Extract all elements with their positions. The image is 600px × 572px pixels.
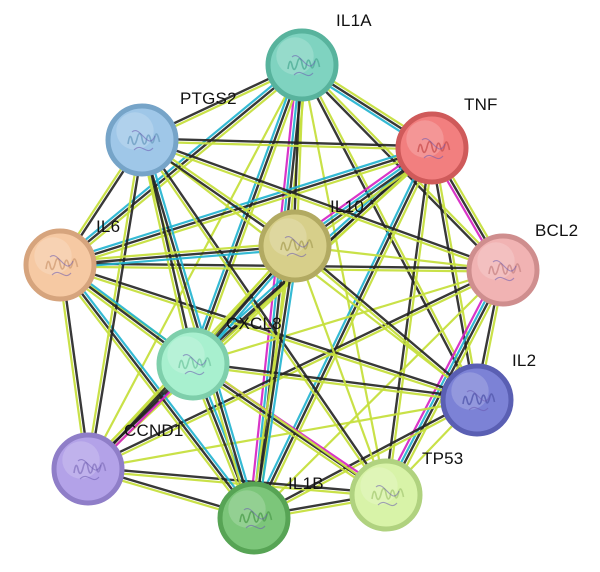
edge-il2-il6-textmining: [59, 265, 477, 403]
node-label-il6: IL6: [96, 217, 120, 236]
edge-il2-cxcl8-coexpression: [193, 361, 478, 400]
edge-tnf-il1b-coexpression: [252, 147, 434, 519]
edge-il1a-cxcl8-textmining: [194, 65, 307, 366]
node-label-bcl2: BCL2: [535, 221, 578, 240]
edge-il1b-il10-textmining: [249, 245, 293, 518]
edge-il2-il1b-textmining: [254, 400, 479, 521]
edge-tp53-ptgs2-textmining: [139, 140, 386, 497]
node-cxcl8[interactable]: [156, 327, 230, 401]
node-label-il2: IL2: [512, 351, 536, 370]
edge-bcl2-il1b-textmining: [253, 269, 504, 519]
edge-ccnd1-ptgs2-coexpression: [88, 140, 145, 470]
protein-structure-detail-icon: [243, 507, 268, 530]
protein-structure-detail-icon: [77, 458, 102, 481]
edge-tnf-tp53-coexpression: [383, 147, 432, 495]
node-il6[interactable]: [23, 228, 97, 302]
edge-il1a-tp53-textmining: [300, 64, 388, 496]
edge-il2-ccnd1-textmining: [87, 398, 478, 471]
edge-cxcl8-ptgs2-coexpression: [142, 139, 196, 364]
protein-structure-detail-icon: [291, 54, 316, 77]
edge-tnf-il2-textmining: [432, 147, 480, 400]
protein-structure-detail-icon: [131, 129, 156, 152]
edge-tp53-ccnd1-coexpression: [87, 466, 387, 495]
edge-tnf-ptgs2-textmining: [141, 140, 433, 151]
node-bcl2[interactable]: [466, 233, 540, 307]
node-il2[interactable]: [440, 363, 514, 437]
edge-tnf-ptgs2-coexpression: [141, 137, 433, 148]
node-label-il1b: IL1B: [288, 474, 324, 493]
edge-bcl2-ptgs2-textmining: [141, 140, 503, 273]
protein-structure-detail-icon: [375, 484, 400, 507]
node-label-ccnd1: CCND1: [124, 421, 184, 440]
edge-tp53-cxcl8-textmining: [190, 365, 385, 499]
edge-tnf-il1b-textmining: [255, 148, 436, 520]
edge-il1a-ccnd1-textmining: [87, 64, 303, 470]
node-il1b[interactable]: [217, 481, 291, 555]
protein-structure-detail-icon: [284, 235, 309, 258]
node-il10[interactable]: [258, 209, 332, 283]
edge-tp53-ptgs2-coexpression: [142, 138, 389, 495]
edge-tnf-il6-database: [58, 143, 432, 263]
edge-il6-il10-coexpression: [59, 244, 296, 267]
edge-tnf-il1b-database: [250, 146, 431, 518]
edge-bcl2-tp53-experiment: [380, 267, 500, 494]
edge-il6-il10-database: [60, 248, 296, 270]
edge-il6-il10-textmining: [59, 241, 295, 263]
protein-structure-detail-icon: [492, 259, 517, 282]
node-label-il10: IL10: [330, 197, 364, 216]
protein-structure-detail-icon: [421, 137, 446, 160]
edge-tnf-tp53-textmining: [386, 148, 435, 496]
edge-il2-il10-coexpression: [295, 243, 479, 400]
node-label-il1a: IL1A: [336, 11, 372, 30]
edge-il1a-il1b-textmining: [257, 65, 308, 519]
edge-il1b-il10-database: [256, 246, 300, 519]
edge-il2-il10-textmining: [293, 246, 477, 403]
node-tp53[interactable]: [349, 458, 423, 532]
node-label-ptgs2: PTGS2: [180, 89, 237, 108]
edge-bcl2-ptgs2-coexpression: [142, 137, 504, 270]
protein-structure-detail-icon: [182, 353, 207, 376]
edge-il1b-il10-coexpression: [252, 245, 297, 519]
node-label-cxcl8: CXCL8: [226, 314, 282, 333]
edge-il2-il6-coexpression: [60, 262, 478, 400]
protein-structure-detail-icon: [466, 389, 491, 412]
edge-tnf-il2-coexpression: [429, 148, 477, 401]
node-ptgs2[interactable]: [105, 103, 179, 177]
edge-il1b-ptgs2-database: [144, 138, 259, 518]
edge-il2-il1b-coexpression: [252, 397, 477, 518]
node-ccnd1[interactable]: [51, 432, 125, 506]
protein-structure-detail-icon: [49, 254, 74, 277]
edge-bcl2-ccnd1-textmining: [88, 270, 505, 472]
edge-tp53-il10-textmining: [293, 245, 388, 496]
node-label-tp53: TP53: [422, 449, 463, 468]
edge-il2-cxcl8-textmining: [192, 364, 477, 403]
node-label-tnf: TNF: [464, 95, 498, 114]
edge-bcl2-tp53-database: [383, 268, 503, 495]
node-il1a[interactable]: [265, 28, 339, 102]
edge-bcl2-cxcl8-textmining: [192, 268, 504, 366]
node-tnf[interactable]: [395, 111, 469, 185]
edge-bcl2-ccnd1-coexpression: [86, 267, 503, 469]
